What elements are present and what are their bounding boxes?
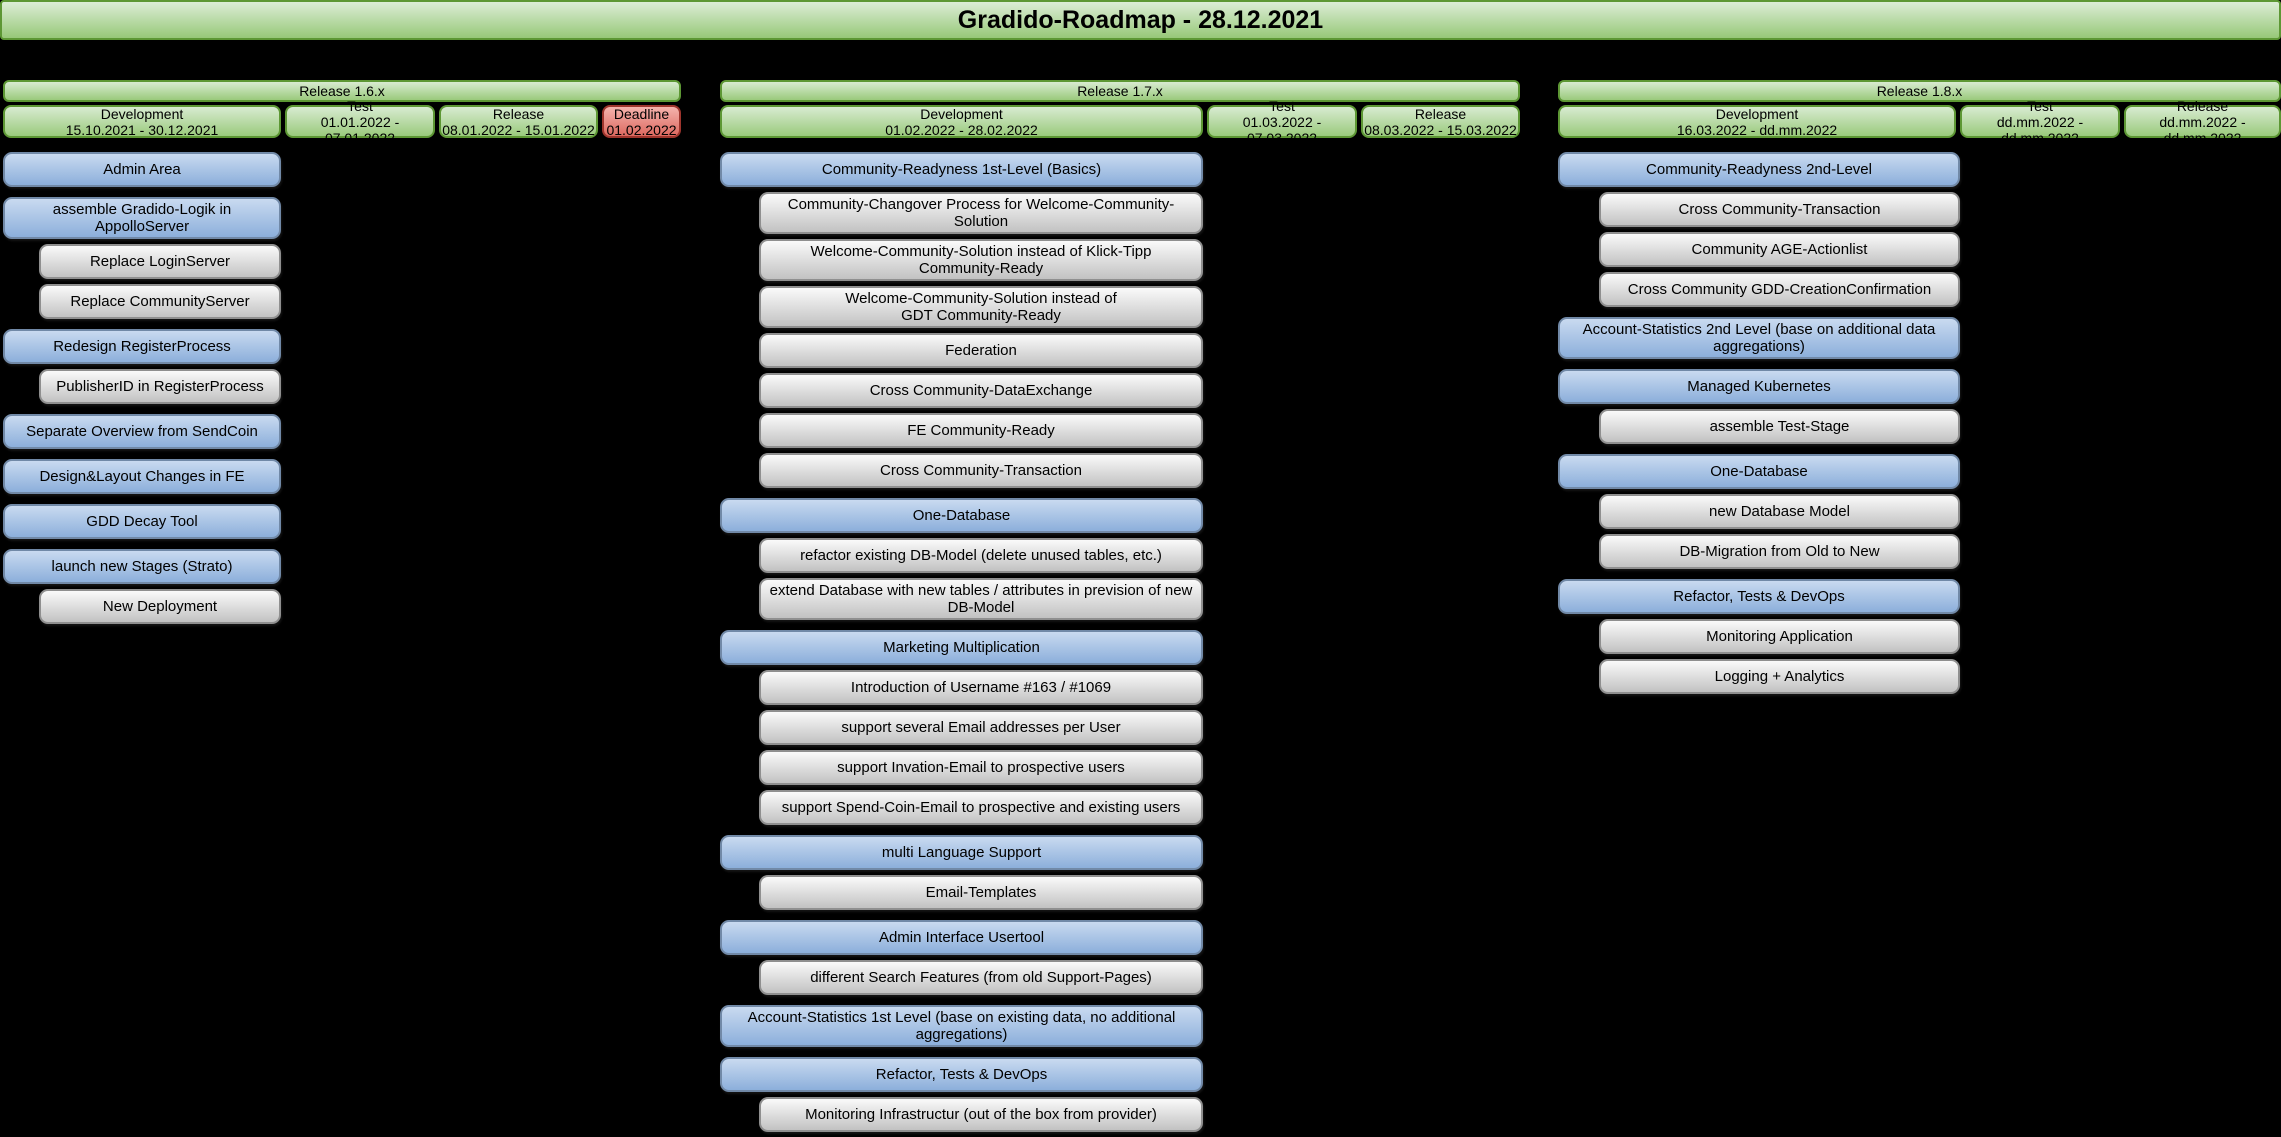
task-parent: multi Language Support — [720, 835, 1203, 870]
task-subtask: Community-Changover Process for Welcome-… — [759, 192, 1203, 234]
task-subtask: assemble Test-Stage — [1599, 409, 1960, 444]
phase-dates: dd.mm.2022 - dd.mm.2022 — [2159, 113, 2246, 146]
task-subtask: Welcome-Community-Solution instead of Kl… — [759, 239, 1203, 281]
task-parent: Separate Overview from SendCoin — [3, 414, 281, 449]
task-parent: Community-Readyness 2nd-Level — [1558, 152, 1960, 187]
task-parent: Design&Layout Changes in FE — [3, 459, 281, 494]
task-subtask: support Invation-Email to prospective us… — [759, 750, 1203, 785]
task-parent: Refactor, Tests & DevOps — [720, 1057, 1203, 1092]
phase-name: Release — [2176, 97, 2229, 114]
task-subtask: Community AGE-Actionlist — [1599, 232, 1960, 267]
task-parent: One-Database — [1558, 454, 1960, 489]
task-subtask: Replace CommunityServer — [39, 284, 281, 319]
task-parent: GDD Decay Tool — [3, 504, 281, 539]
task-subtask: support several Email addresses per User — [759, 710, 1203, 745]
task-parent: Account-Statistics 1st Level (base on ex… — [720, 1005, 1203, 1047]
phase-name: Development — [100, 105, 184, 122]
task-parent: Redesign RegisterProcess — [3, 329, 281, 364]
phase-dates: 08.03.2022 - 15.03.2022 — [1364, 121, 1517, 138]
phase-name: Test — [2027, 97, 2053, 114]
phase-dates: 01.03.2022 - 07.03.2022 — [1242, 113, 1322, 146]
task-subtask: Logging + Analytics — [1599, 659, 1960, 694]
task-subtask: Cross Community-DataExchange — [759, 373, 1203, 408]
task-parent: Admin Area — [3, 152, 281, 187]
task-subtask: Introduction of Username #163 / #1069 — [759, 670, 1203, 705]
phase-name: Release — [492, 105, 545, 122]
task-subtask: Welcome-Community-Solution instead of GD… — [759, 286, 1203, 328]
task-subtask: refactor existing DB-Model (delete unuse… — [759, 538, 1203, 573]
task-parent: Managed Kubernetes — [1558, 369, 1960, 404]
task-list: Admin Area assemble Gradido-Logik in Appo… — [3, 152, 681, 624]
phase-dates: 01.01.2022 - 07.01.2022 — [320, 113, 400, 146]
task-subtask: extend Database with new tables / attrib… — [759, 578, 1203, 620]
task-parent: One-Database — [720, 498, 1203, 533]
release-header: Release 1.7.x — [720, 80, 1520, 102]
release-header: Release 1.6.x — [3, 80, 681, 102]
task-subtask: Monitoring Infrastructur (out of the box… — [759, 1097, 1203, 1132]
task-subtask: different Search Features (from old Supp… — [759, 960, 1203, 995]
task-subtask: FE Community-Ready — [759, 413, 1203, 448]
task-parent: launch new Stages (Strato) — [3, 549, 281, 584]
task-subtask: support Spend-Coin-Email to prospective … — [759, 790, 1203, 825]
phase-name: Test — [1269, 97, 1295, 114]
task-list: Community-Readyness 1st-Level (Basics) Co… — [720, 152, 1520, 1132]
phase-name: Development — [1715, 105, 1799, 122]
task-subtask: New Deployment — [39, 589, 281, 624]
phase-name: Development — [920, 105, 1003, 122]
task-subtask: Email-Templates — [759, 875, 1203, 910]
phase-dates: 01.02.2022 - 28.02.2022 — [885, 121, 1038, 138]
phase-dates: 01.02.2022 — [606, 121, 677, 138]
task-subtask: PublisherID in RegisterProcess — [39, 369, 281, 404]
task-parent: Refactor, Tests & DevOps — [1558, 579, 1960, 614]
task-parent: Community-Readyness 1st-Level (Basics) — [720, 152, 1203, 187]
task-parent: Marketing Multiplication — [720, 630, 1203, 665]
task-parent: assemble Gradido-Logik in AppolloServer — [3, 197, 281, 239]
task-parent: Admin Interface Usertool — [720, 920, 1203, 955]
task-subtask: new Database Model — [1599, 494, 1960, 529]
roadmap-title: Gradido-Roadmap - 28.12.2021 — [0, 0, 2281, 40]
phase-name: Test — [347, 97, 373, 114]
release-header: Release 1.8.x — [1558, 80, 2281, 102]
phase-dates: dd.mm.2022 - dd.mm.2022 — [1996, 113, 2084, 146]
task-subtask: Cross Community GDD-CreationConfirmation — [1599, 272, 1960, 307]
task-subtask: Cross Community-Transaction — [759, 453, 1203, 488]
task-parent: Account-Statistics 2nd Level (base on ad… — [1558, 317, 1960, 359]
task-subtask: Monitoring Application — [1599, 619, 1960, 654]
task-subtask: Federation — [759, 333, 1203, 368]
phase-name: Deadline — [613, 105, 670, 122]
phase-dates: 15.10.2021 - 30.12.2021 — [65, 121, 219, 138]
phase-dates: 16.03.2022 - dd.mm.2022 — [1676, 121, 1838, 138]
task-subtask: Replace LoginServer — [39, 244, 281, 279]
task-subtask: Cross Community-Transaction — [1599, 192, 1960, 227]
phase-dates: 08.01.2022 - 15.01.2022 — [442, 121, 595, 138]
task-subtask: DB-Migration from Old to New — [1599, 534, 1960, 569]
phase-name: Release — [1414, 105, 1467, 122]
